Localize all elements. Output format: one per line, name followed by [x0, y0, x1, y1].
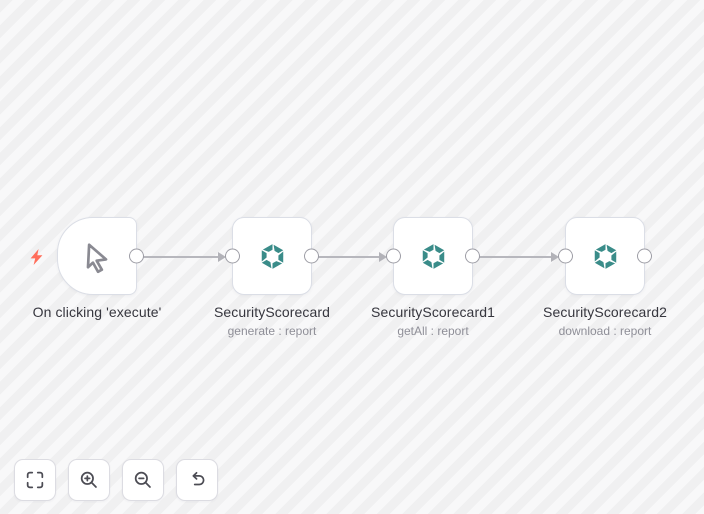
- node-subtitle: getAll : report: [397, 324, 469, 338]
- execute-bolt-icon: [28, 248, 45, 266]
- node-group-securityscorecard1: SecurityScorecard1 getAll : report: [371, 217, 495, 338]
- zoom-out-button[interactable]: [122, 459, 164, 501]
- output-port[interactable]: [465, 248, 480, 264]
- node-title: On clicking 'execute': [32, 304, 162, 320]
- node-title: SecurityScorecard: [213, 304, 331, 320]
- zoom-out-icon: [134, 471, 151, 488]
- connection-line: [312, 256, 380, 258]
- reset-zoom-button[interactable]: [176, 459, 218, 501]
- connection-line: [137, 256, 219, 258]
- connection-trigger-to-node1[interactable]: [137, 252, 226, 262]
- node-securityscorecard2[interactable]: [558, 217, 652, 295]
- input-port[interactable]: [225, 248, 240, 264]
- canvas-controls: [14, 459, 218, 501]
- securityscorecard-logo-icon: [589, 240, 621, 272]
- zoom-to-fit-button[interactable]: [14, 459, 56, 501]
- input-port[interactable]: [386, 248, 401, 264]
- node-securityscorecard[interactable]: [225, 217, 319, 295]
- node-group-securityscorecard: SecurityScorecard generate : report: [214, 217, 330, 338]
- input-port[interactable]: [558, 248, 573, 264]
- connection-arrowhead-icon: [379, 252, 387, 262]
- output-port[interactable]: [637, 248, 652, 264]
- node-title: SecurityScorecard1: [371, 304, 495, 320]
- node-subtitle: generate : report: [227, 324, 317, 338]
- output-port[interactable]: [129, 248, 144, 264]
- connection-line: [473, 256, 552, 258]
- cursor-icon: [86, 243, 108, 274]
- output-port[interactable]: [304, 248, 319, 264]
- securityscorecard-logo-icon: [417, 240, 449, 272]
- connection-node1-to-node2[interactable]: [312, 252, 387, 262]
- connection-arrowhead-icon: [218, 252, 226, 262]
- zoom-in-button[interactable]: [68, 459, 110, 501]
- node-subtitle: download : report: [558, 324, 652, 338]
- zoom-in-icon: [80, 471, 97, 488]
- securityscorecard-logo-icon: [256, 240, 288, 272]
- fit-view-icon: [26, 471, 44, 489]
- node-title: SecurityScorecard2: [543, 304, 667, 320]
- connection-arrowhead-icon: [551, 252, 559, 262]
- node-manual-trigger[interactable]: [57, 217, 144, 295]
- undo-icon: [192, 471, 205, 486]
- connection-node2-to-node3[interactable]: [473, 252, 559, 262]
- node-group-manual-trigger: On clicking 'execute': [30, 217, 161, 320]
- node-securityscorecard1[interactable]: [386, 217, 480, 295]
- node-group-securityscorecard2: SecurityScorecard2 download : report: [543, 217, 667, 338]
